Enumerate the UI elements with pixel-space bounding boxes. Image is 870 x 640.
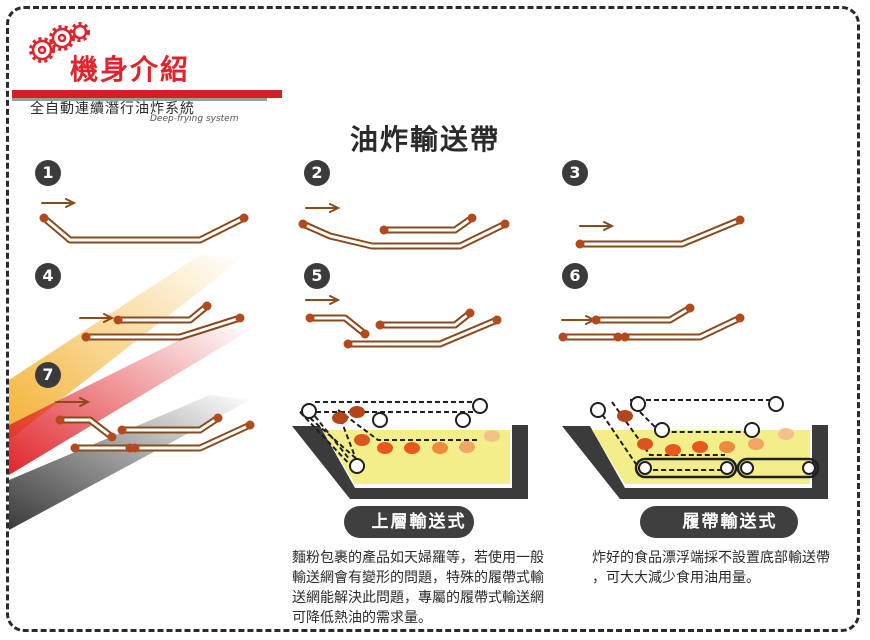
direction-arrow-icon bbox=[305, 295, 341, 305]
roller-icon bbox=[113, 315, 123, 325]
direction-arrow-icon bbox=[305, 203, 341, 213]
step-number: 4 bbox=[35, 263, 61, 289]
roller-icon bbox=[467, 213, 477, 223]
roller-icon bbox=[202, 301, 212, 311]
roller-icon bbox=[39, 213, 49, 223]
belt-step-6-upper-inner bbox=[594, 306, 692, 322]
roller-icon bbox=[685, 303, 695, 313]
belt-step-4-upper-inner bbox=[116, 304, 209, 322]
brand-subtitle: 全自動連續潛行油炸系統 bbox=[30, 101, 195, 117]
belt-diagrams bbox=[39, 198, 745, 453]
description-line: 炸好的食品漂浮端採不設置底部輸送帶 bbox=[592, 550, 830, 566]
track-conveyor-label: 履帶輸送式 bbox=[640, 506, 798, 538]
step-number: 7 bbox=[35, 362, 61, 388]
belt-step-5-upper-inner bbox=[378, 311, 472, 327]
roller-icon bbox=[375, 320, 385, 330]
fryer-track-diagram bbox=[562, 396, 828, 499]
belt-step-5-feed-inner bbox=[308, 316, 367, 336]
roller-icon bbox=[591, 315, 601, 325]
step-number: 3 bbox=[562, 160, 588, 186]
description-line: ，可大大減少食用油用量。 bbox=[592, 570, 760, 586]
roller-icon bbox=[465, 308, 475, 318]
description-line: 輸送網會有變形的問題，特殊的履帶式輸 bbox=[292, 570, 544, 586]
description-line: 可降低熱油的需求量。 bbox=[292, 610, 432, 626]
brand-title: 機身介紹 bbox=[70, 53, 191, 86]
direction-arrow-icon bbox=[579, 221, 615, 231]
roller-icon bbox=[213, 413, 223, 423]
roller-icon bbox=[55, 415, 65, 425]
roller-icon bbox=[305, 313, 315, 323]
belt-step-7-upper-inner bbox=[120, 416, 220, 432]
decorative-swoosh bbox=[9, 255, 250, 530]
roller-icon bbox=[298, 219, 308, 229]
gears-logo-icon bbox=[29, 22, 90, 63]
roller-icon bbox=[500, 219, 510, 229]
main-title: 油炸輸送帶 bbox=[350, 123, 501, 156]
fryer-upper-diagram bbox=[292, 398, 528, 499]
brand-bar-gray bbox=[12, 98, 267, 101]
roller-icon bbox=[735, 313, 745, 323]
direction-arrow-icon bbox=[561, 315, 597, 325]
brand-bar bbox=[12, 90, 282, 98]
direction-arrow-icon bbox=[79, 313, 115, 323]
roller-icon bbox=[235, 313, 245, 323]
description-line: 麵粉包裹的產品如天婦羅等，若使用一般 bbox=[292, 550, 544, 566]
roller-icon bbox=[81, 332, 91, 342]
step-number: 1 bbox=[35, 160, 61, 186]
belt-step-2-lower-inner bbox=[301, 222, 507, 248]
roller-icon bbox=[558, 332, 568, 342]
belt-step-1-inner bbox=[42, 216, 246, 242]
roller-icon bbox=[130, 443, 140, 453]
belt-step-5-lower-inner bbox=[346, 318, 499, 346]
belt-step-7-feed-inner bbox=[58, 418, 114, 439]
roller-icon bbox=[492, 315, 502, 325]
step-number: 2 bbox=[304, 160, 330, 186]
roller-icon bbox=[575, 239, 585, 249]
roller-icon bbox=[379, 225, 389, 235]
step-number: 5 bbox=[304, 263, 330, 289]
belt-step-1 bbox=[40, 214, 248, 244]
roller-icon bbox=[117, 425, 127, 435]
direction-arrow-icon bbox=[55, 397, 91, 407]
roller-icon bbox=[107, 432, 117, 442]
upper-description: 麵粉包裹的產品如天婦羅等，若使用一般 輸送網會有變形的問題，特殊的履帶式輸 送網… bbox=[292, 548, 544, 628]
track-description: 炸好的食品漂浮端採不設置底部輸送帶 ，可大大減少食用油用量。 bbox=[592, 548, 830, 588]
brand-subtitle-en: Deep-frying system bbox=[150, 114, 239, 124]
roller-icon bbox=[360, 329, 370, 339]
roller-icon bbox=[70, 443, 80, 453]
step-number: 6 bbox=[562, 263, 588, 289]
roller-icon bbox=[343, 339, 353, 349]
roller-icon bbox=[245, 420, 255, 430]
dashed-frame bbox=[6, 6, 860, 632]
direction-arrow-icon bbox=[41, 198, 77, 208]
belt-step-4-lower-inner bbox=[84, 316, 242, 339]
belt-step-3 bbox=[576, 216, 744, 248]
description-line: 送網能解決此問題，專屬的履帶式輸送網 bbox=[292, 590, 544, 606]
roller-icon bbox=[239, 213, 249, 223]
roller-icon bbox=[613, 332, 623, 342]
belt-step-3-inner bbox=[578, 218, 742, 246]
belt-step-2-upper-inner bbox=[382, 216, 474, 232]
belt-step-7-lower-inner bbox=[133, 423, 252, 450]
roller-icon bbox=[735, 215, 745, 225]
upper-conveyor-label: 上層輸送式 bbox=[344, 506, 474, 538]
roller-icon bbox=[620, 332, 630, 342]
belt-step-6-lower-inner bbox=[623, 316, 742, 339]
